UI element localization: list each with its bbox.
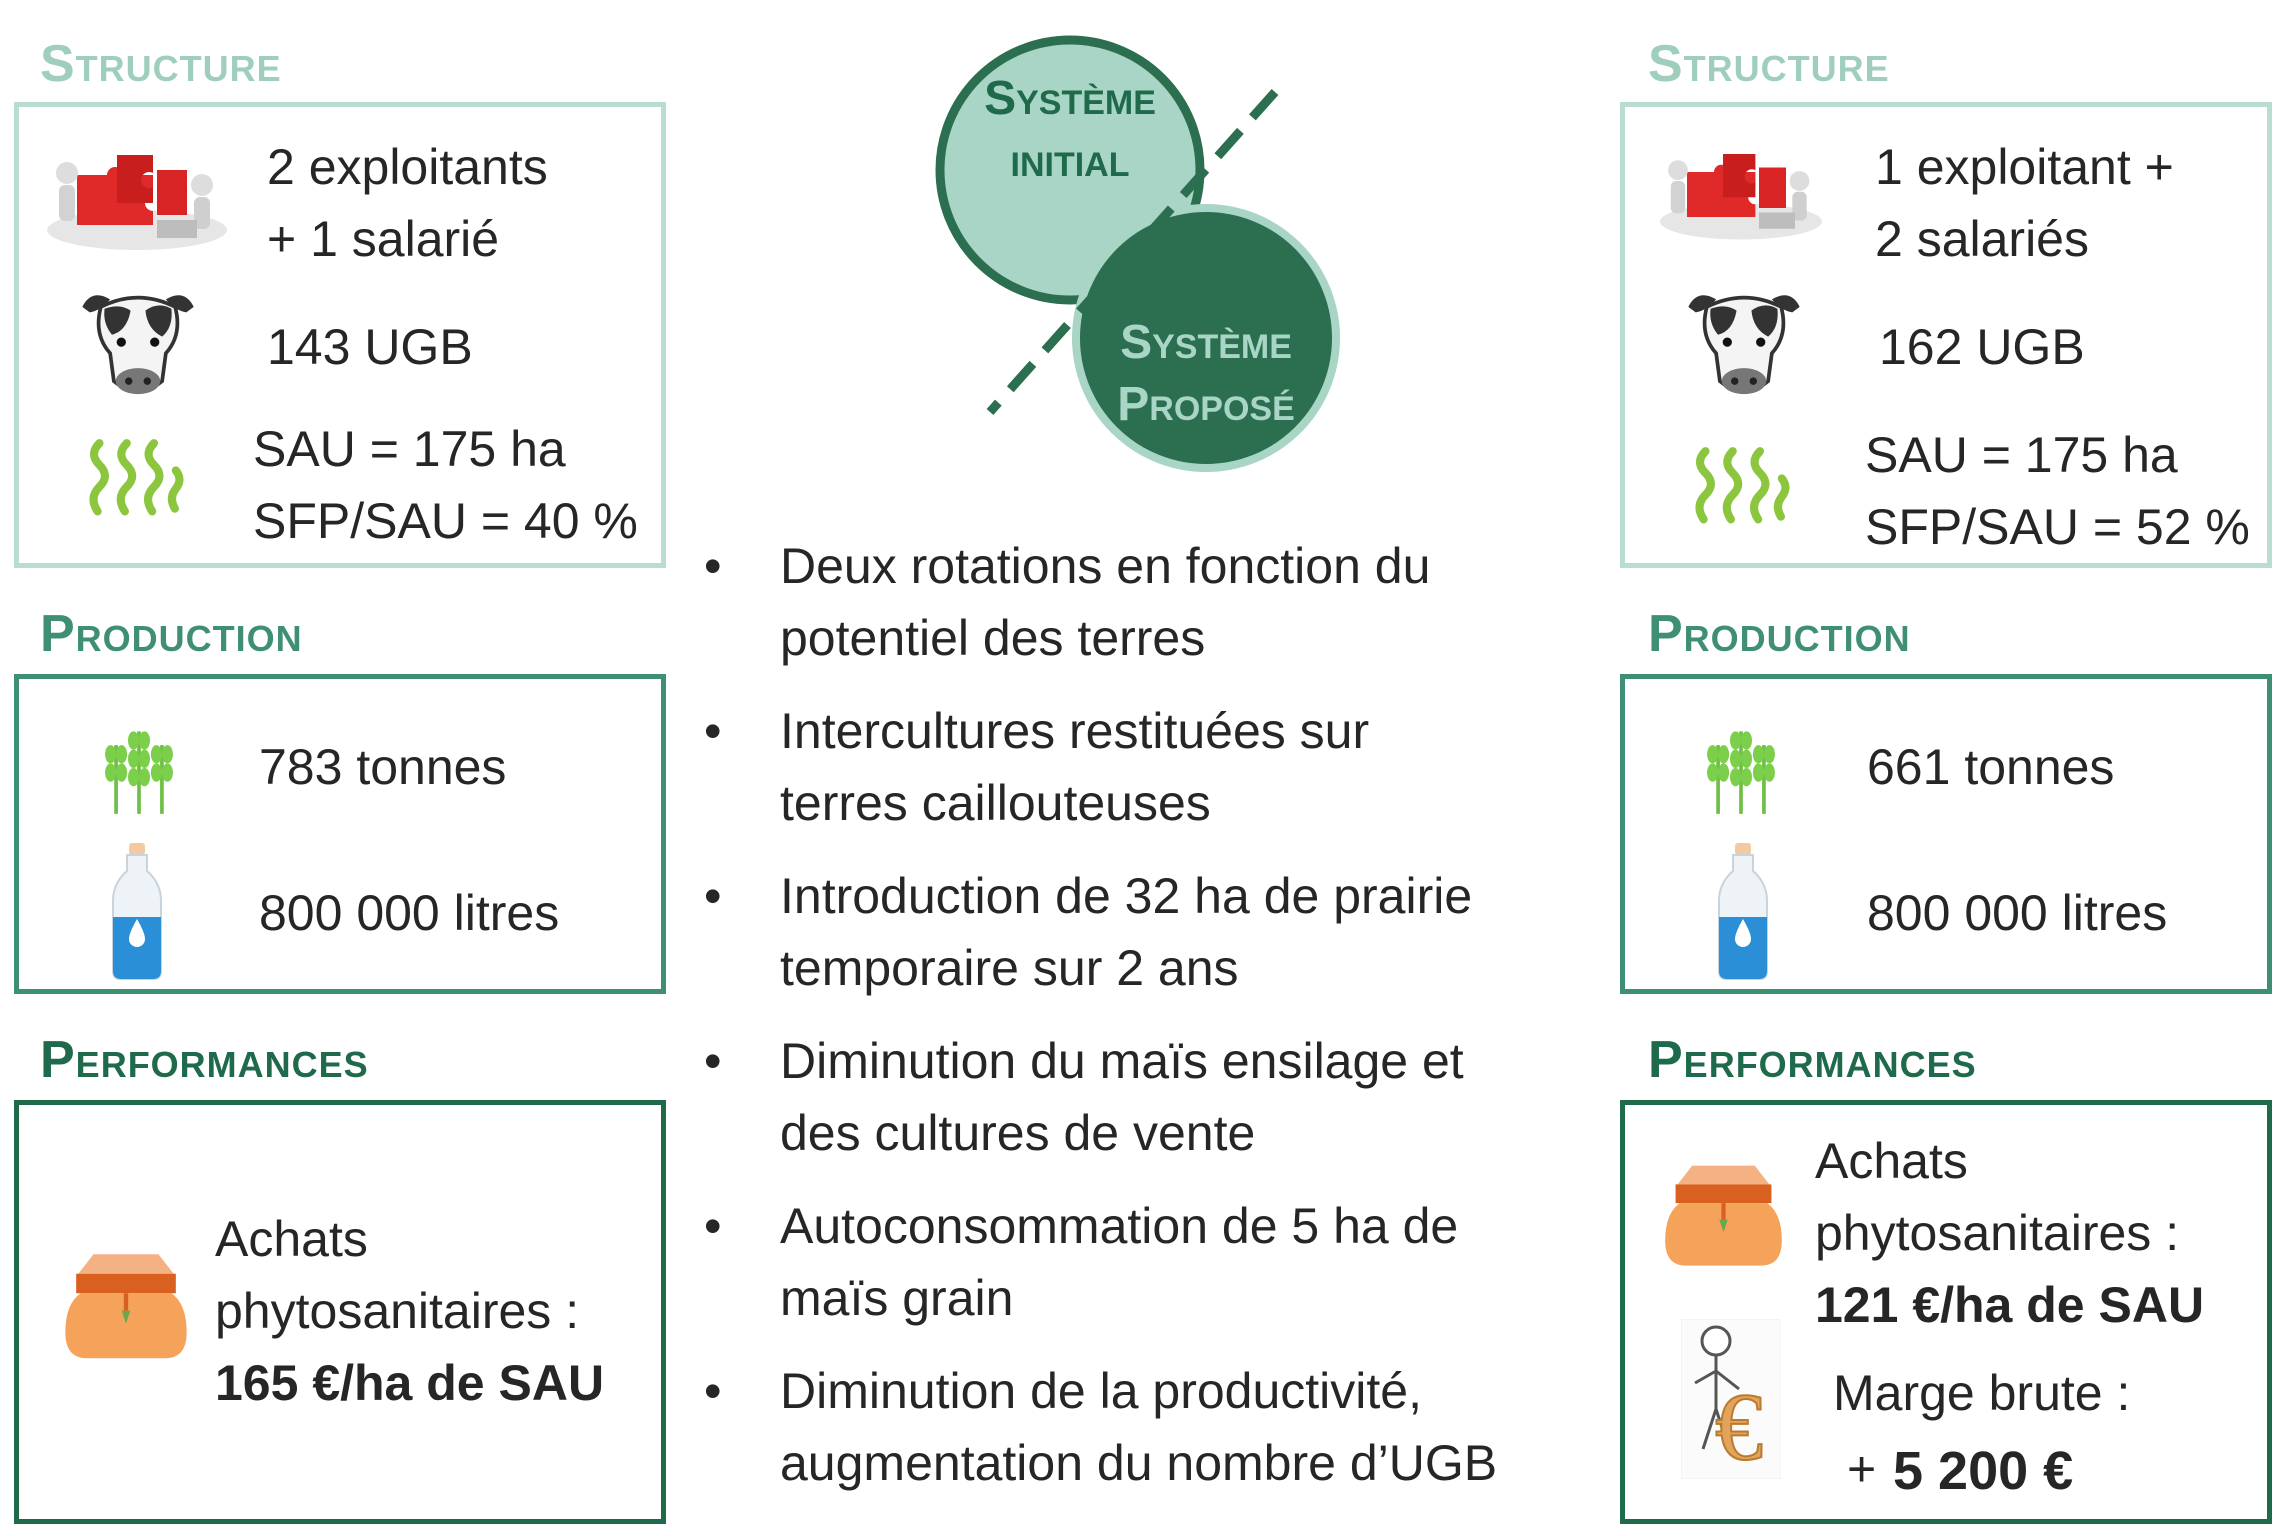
cow-icon: [1679, 279, 1809, 409]
right-workers-line2: 2 salariés: [1875, 211, 2089, 267]
left-sfp: SFP/SAU = 40 %: [253, 493, 638, 549]
left-production-box: 783 tonnes 800 000 litres: [14, 674, 666, 994]
left-purchases-line1: Achats: [215, 1211, 368, 1267]
left-grain: 783 tonnes: [259, 739, 507, 795]
right-sfp: SFP/SAU = 52 %: [1865, 499, 2250, 555]
left-performances-heading: Performances: [40, 1031, 369, 1089]
grain-sack-icon: [61, 1243, 191, 1363]
right-purchases-line2: phytosanitaires :: [1815, 1205, 2180, 1261]
right-production-box: 661 tonnes 800 000 litres: [1620, 674, 2272, 994]
left-production-heading: Production: [40, 605, 303, 663]
left-sau: SAU = 175 ha: [253, 421, 566, 477]
right-margin-label: Marge brute :: [1833, 1365, 2131, 1421]
grain-sack-icon: [1661, 1155, 1786, 1270]
right-margin-sign: +: [1847, 1441, 1877, 1497]
left-performances-box: Achats phytosanitaires : 165 €/ha de SAU: [14, 1100, 666, 1524]
right-milk: 800 000 litres: [1867, 885, 2168, 941]
left-structure-box: 2 exploitants + 1 salarié 143 UGB SAU = …: [14, 102, 666, 568]
cow-icon: [73, 279, 203, 409]
system-circles: [935, 35, 1340, 472]
euro-figure-icon: [1681, 1319, 1781, 1479]
initial-system-label: Système initial: [984, 72, 1156, 187]
left-workers-line1: 2 exploitants: [267, 139, 548, 195]
left-workers-line2: + 1 salarié: [267, 211, 500, 267]
grass-icon: [79, 425, 189, 525]
puzzle-team-icon: [37, 135, 237, 255]
right-performances-box: Achats phytosanitaires : 121 €/ha de SAU…: [1620, 1100, 2272, 1524]
proposed-system-circle: [1072, 204, 1340, 472]
left-milk: 800 000 litres: [259, 885, 560, 941]
right-performances-heading: Performances: [1648, 1031, 1977, 1089]
right-sau: SAU = 175 ha: [1865, 427, 2178, 483]
left-livestock: 143 UGB: [267, 319, 473, 375]
milk-bottle-icon: [1713, 841, 1773, 981]
divider-line: [986, 89, 1279, 415]
right-livestock: 162 UGB: [1879, 319, 2085, 375]
right-structure-heading: Structure: [1648, 35, 1890, 93]
right-margin-value: 5 200 €: [1893, 1441, 2074, 1501]
wheat-icon: [1691, 713, 1791, 823]
right-purchases-value: 121 €/ha de SAU: [1815, 1277, 2205, 1333]
right-production-heading: Production: [1648, 605, 1911, 663]
right-workers-line1: 1 exploitant +: [1875, 139, 2174, 195]
proposed-system-label: Système Proposé: [1117, 316, 1295, 431]
right-grain: 661 tonnes: [1867, 739, 2115, 795]
list-item: •Diminution de la productivité,augmentat…: [704, 1363, 1498, 1491]
right-purchases-line1: Achats: [1815, 1133, 1968, 1189]
milk-bottle-icon: [107, 841, 167, 981]
left-purchases-value: 165 €/ha de SAU: [215, 1355, 605, 1411]
puzzle-team-icon: [1651, 135, 1831, 245]
grass-icon: [1685, 433, 1795, 533]
right-structure-box: 1 exploitant + 2 salariés 162 UGB SAU = …: [1620, 102, 2272, 568]
wheat-icon: [89, 713, 189, 823]
left-structure-heading: Structure: [40, 35, 282, 93]
left-purchases-line2: phytosanitaires :: [215, 1283, 580, 1339]
